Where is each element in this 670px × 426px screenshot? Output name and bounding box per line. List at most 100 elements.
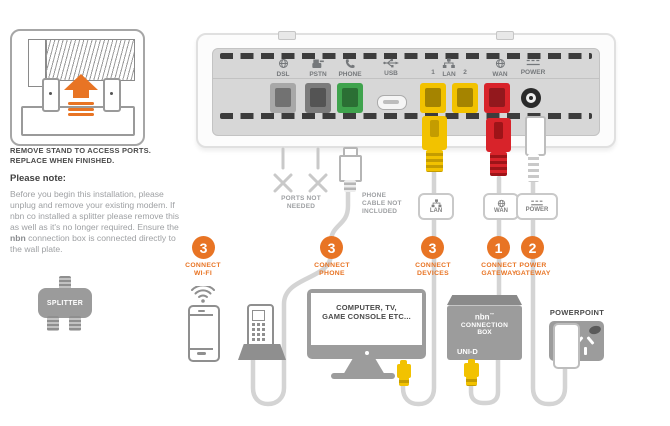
port-label-lan1: 1 — [431, 69, 435, 76]
power-adapter — [553, 323, 580, 369]
phone-screen-bottom — [190, 348, 213, 350]
dc-power-icon — [531, 200, 543, 206]
yellow-plug-boot — [466, 376, 477, 386]
up-arrow-icon — [64, 74, 98, 90]
port-label-phone: PHONE — [338, 58, 362, 78]
ports-not-needed-callout: PORTS NOT NEEDED — [281, 195, 321, 210]
phone-plug-body — [339, 155, 362, 182]
power-cable-tag: POWER — [516, 193, 558, 220]
yellow-plug-boot — [426, 150, 443, 172]
plug-clip-detail — [430, 120, 439, 137]
power-jack — [521, 88, 541, 108]
arrow-motion-line — [68, 107, 94, 111]
globe-icon — [495, 59, 505, 68]
wifi-icon — [191, 286, 215, 303]
wall-mount-clip-right — [496, 31, 514, 40]
desk-phone-icon — [312, 59, 324, 68]
handset-keypad-row — [252, 323, 265, 326]
phone-screen-top — [190, 314, 213, 316]
arrow-motion-line — [68, 102, 94, 105]
yellow-uni-d-plug — [464, 363, 479, 377]
monitor-screen: COMPUTER, TV, GAME CONSOLE ETC... — [311, 293, 422, 345]
port-label-usb: USB — [383, 58, 400, 77]
phone-home-button — [197, 351, 206, 355]
label-strip-divider — [212, 78, 600, 79]
wall-mount-clip-left — [278, 31, 296, 40]
outlet-slot-earth — [583, 347, 587, 355]
wan-port — [484, 83, 510, 113]
lan2-port — [452, 83, 478, 113]
phone-speaker — [198, 310, 205, 312]
lan-network-icon — [431, 199, 441, 207]
step-circle-connect-wifi: 3 — [192, 236, 215, 259]
phone-plug-boot — [344, 180, 356, 192]
splitter-bottom-connector-right — [69, 316, 81, 331]
step-circle-power-gateway: 2 — [521, 236, 544, 259]
uni-d-port-label: UNI-D — [457, 347, 478, 356]
nbn-connection-box: nbn™ CONNECTION BOX UNI-D — [447, 305, 522, 360]
phone-port — [337, 83, 363, 113]
plug-clip-detail — [494, 122, 503, 139]
nbn-brand-text: nbn — [10, 232, 26, 243]
globe-icon — [278, 59, 288, 68]
remove-stand-illustration — [10, 29, 145, 146]
yellow-lan-plug — [422, 116, 447, 150]
power-plug-boot — [528, 154, 539, 182]
port-label-pstn: PSTN — [309, 58, 327, 78]
step-circle-connect-devices: 3 — [421, 236, 444, 259]
lan1-port — [420, 83, 446, 113]
outlet-slot-right — [586, 336, 595, 345]
dc-power-icon — [526, 59, 540, 66]
wan-cable-tag: WAN — [483, 193, 519, 220]
red-wan-plug — [486, 118, 511, 152]
globe-icon — [497, 199, 505, 207]
handset-icon — [345, 59, 355, 68]
phone-cable — [250, 187, 351, 407]
handset-keypad-row — [252, 333, 265, 336]
usb-port — [377, 95, 407, 110]
port-label-wan: WAN — [492, 58, 508, 78]
monitor-logo-dot — [364, 351, 369, 355]
splitter-top-connector — [59, 276, 71, 291]
splitter-bottom-connector-left — [47, 316, 59, 331]
connection-box-brand: nbn™ — [474, 312, 495, 322]
splitter: SPLITTER — [38, 288, 92, 318]
remove-stand-caption: REMOVE STAND TO ACCESS PORTS. REPLACE WH… — [10, 146, 152, 165]
connection-box-top — [447, 295, 522, 305]
phone-cable-callout: PHONE CABLE NOT INCLUDED — [362, 192, 402, 215]
red-plug-boot — [490, 152, 507, 176]
pstn-port — [305, 83, 331, 113]
port-label-power: POWER — [521, 58, 545, 76]
up-arrow-stem — [73, 89, 89, 98]
power-cable — [530, 213, 568, 407]
outlet-switch — [588, 324, 602, 336]
step-circle-connect-gateway: 1 — [487, 236, 510, 259]
yellow-device-plug — [397, 364, 411, 378]
vent-row-bottom — [220, 113, 592, 119]
monitor-base — [331, 373, 395, 379]
cordless-phone-cradle — [238, 344, 286, 360]
step-circle-connect-phone: 3 — [320, 236, 343, 259]
handset-screen — [252, 310, 265, 321]
connection-box-line1: CONNECTION — [460, 321, 509, 329]
vent-row-top — [220, 53, 592, 59]
splitter-label: SPLITTER — [46, 299, 84, 307]
uni-d-cable — [468, 357, 501, 406]
stand-clip-right — [103, 78, 121, 112]
port-label-lan2: 2 — [463, 69, 467, 76]
please-note-title: Please note: — [10, 173, 66, 184]
handset-keypad-row — [252, 338, 265, 341]
lan-network-icon — [442, 58, 455, 68]
monitor: COMPUTER, TV, GAME CONSOLE ETC... — [307, 289, 426, 359]
please-note-paragraph: Before you begin this installation, plea… — [10, 189, 180, 254]
white-power-plug — [525, 116, 546, 156]
yellow-plug-boot — [399, 377, 409, 386]
smartphone — [188, 305, 220, 362]
